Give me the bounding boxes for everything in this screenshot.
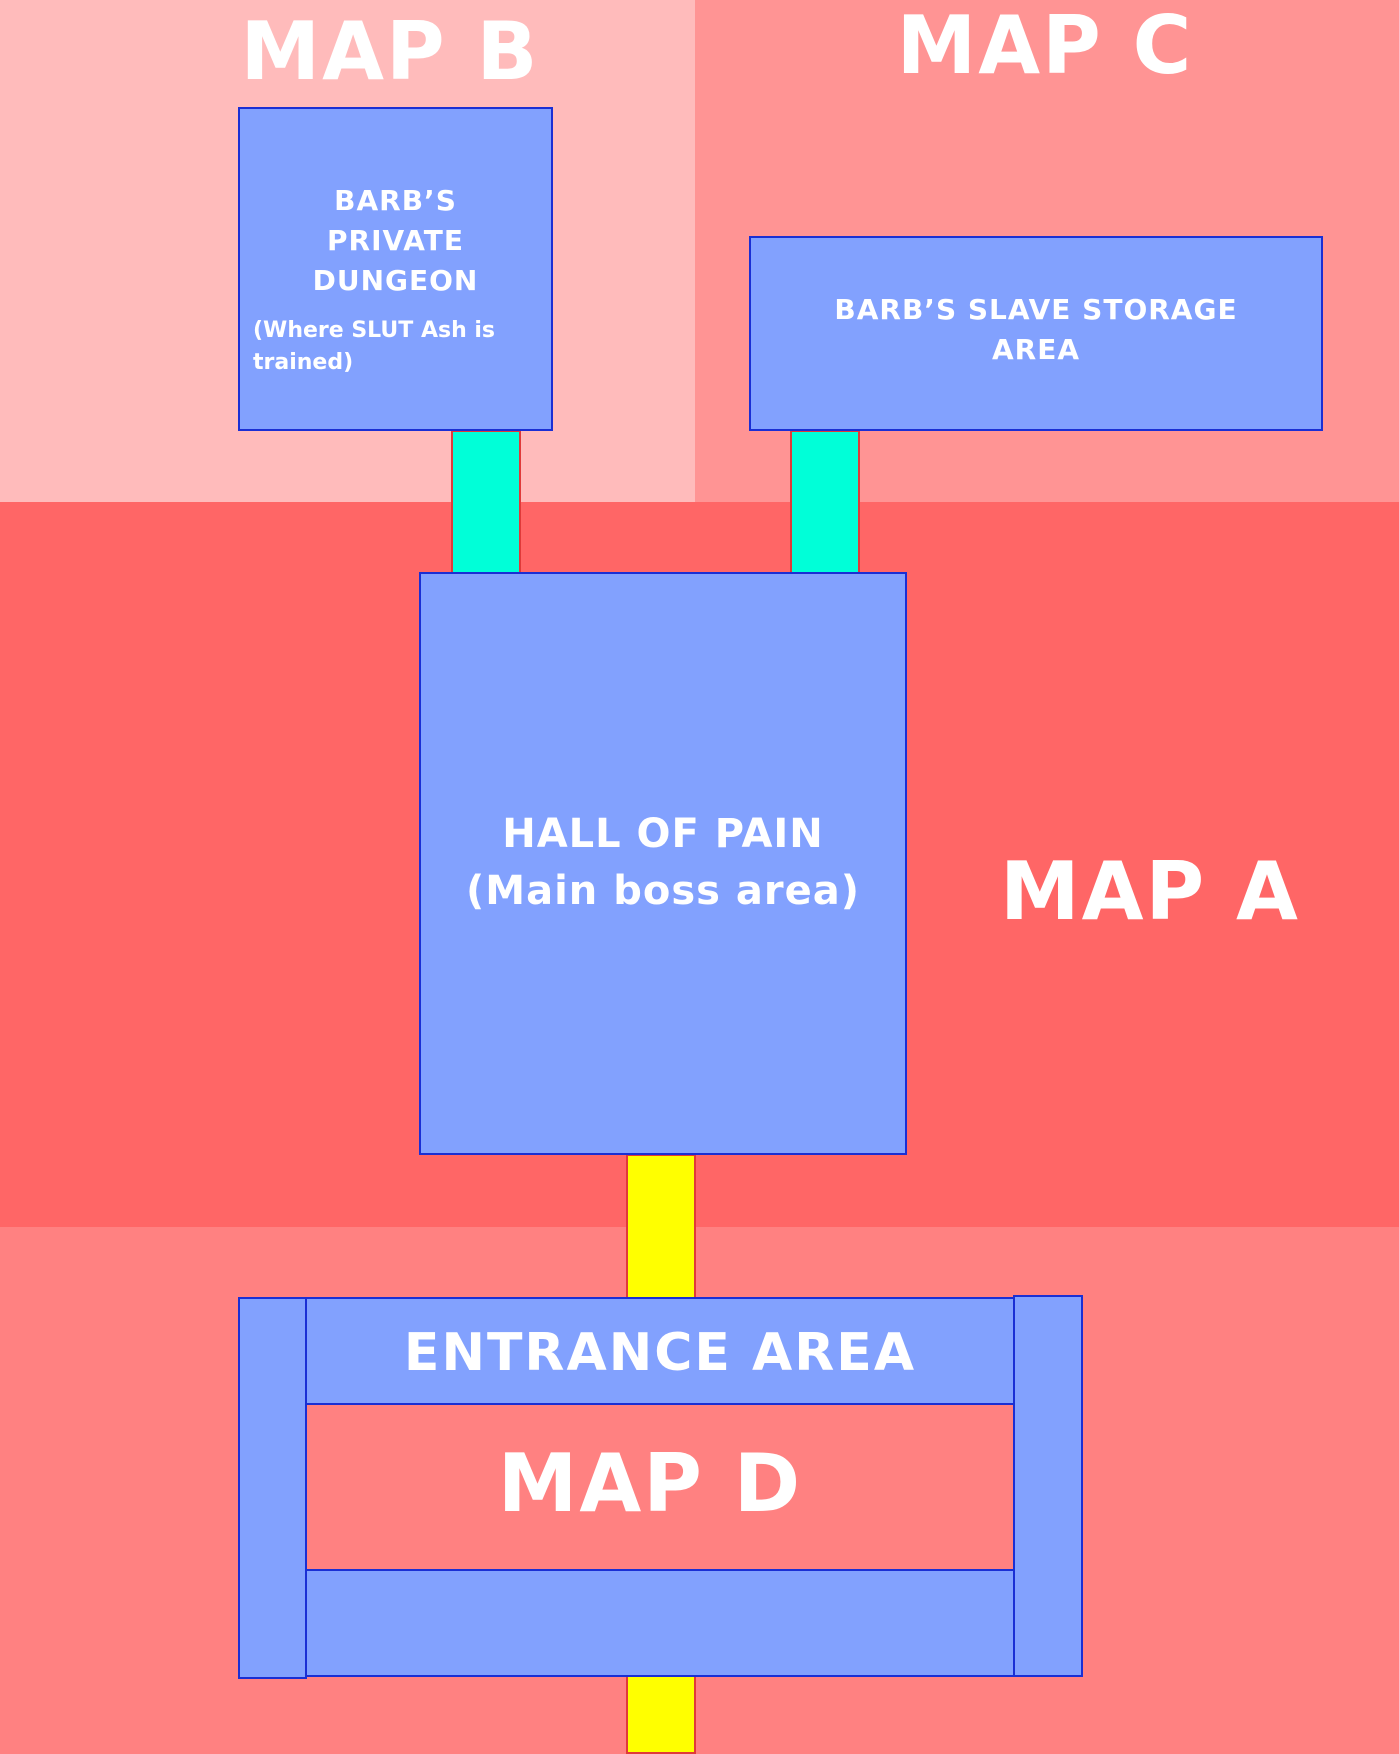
map-a-label: MAP A bbox=[1000, 845, 1300, 938]
entrance-top-bar[interactable]: ENTRANCE AREA bbox=[304, 1297, 1016, 1405]
private-dungeon-note-line1: (Where SLUT Ash is bbox=[253, 318, 496, 343]
slave-storage-title-line1: BARB’S SLAVE STORAGE bbox=[834, 293, 1238, 326]
room-private-dungeon[interactable]: BARB’S PRIVATE DUNGEON (Where SLUT Ash i… bbox=[238, 107, 553, 431]
map-d-label: MAP D bbox=[497, 1437, 803, 1530]
hall-of-pain-title-line1: HALL OF PAIN bbox=[502, 811, 824, 857]
connector-storage-hall[interactable] bbox=[790, 430, 860, 574]
private-dungeon-title-line2: PRIVATE bbox=[327, 224, 464, 257]
slave-storage-title-line2: AREA bbox=[991, 333, 1081, 366]
connector-hall-entrance[interactable] bbox=[626, 1154, 696, 1300]
map-c-label: MAP C bbox=[896, 0, 1194, 92]
map-b-label: MAP B bbox=[240, 5, 540, 98]
entrance-bottom-bar[interactable] bbox=[304, 1569, 1016, 1677]
room-slave-storage[interactable]: BARB’S SLAVE STORAGE AREA bbox=[749, 236, 1323, 431]
entrance-title: ENTRANCE AREA bbox=[403, 1323, 917, 1383]
private-dungeon-note-line2: trained) bbox=[253, 350, 354, 375]
entrance-left-pillar[interactable] bbox=[238, 1297, 307, 1679]
entrance-right-pillar[interactable] bbox=[1013, 1295, 1083, 1677]
connector-dungeon-hall[interactable] bbox=[451, 430, 521, 574]
connector-entrance-exit[interactable] bbox=[626, 1675, 696, 1754]
room-hall-of-pain[interactable]: HALL OF PAIN (Main boss area) bbox=[419, 572, 907, 1155]
hall-of-pain-title-line2: (Main boss area) bbox=[466, 868, 860, 914]
private-dungeon-title-line3: DUNGEON bbox=[312, 264, 479, 297]
private-dungeon-title-line1: BARB’S bbox=[334, 184, 457, 217]
